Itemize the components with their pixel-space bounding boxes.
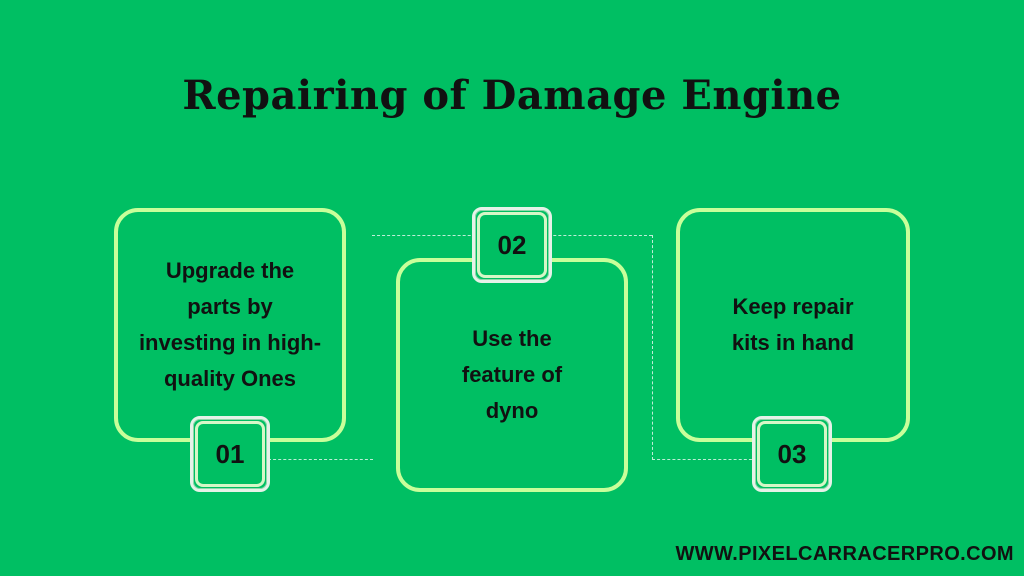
step-badge-1-inner: 01 xyxy=(195,421,265,487)
step-badge-2: 02 xyxy=(472,207,552,283)
step-badge-2-inner: 02 xyxy=(477,212,547,278)
step-text-1: Upgrade the parts by investing in high-q… xyxy=(138,258,322,391)
step-number-3: 03 xyxy=(777,438,807,469)
step-card-2: Use the feature of dyno xyxy=(396,258,628,492)
step-number-2: 02 xyxy=(497,229,527,260)
footer-website: WWW.PIXELCARRACERPRO.COM xyxy=(675,543,1014,565)
step-badge-3: 03 xyxy=(752,416,832,492)
step-badge-1: 01 xyxy=(190,416,270,492)
step-text-3: Keep repair kits in hand xyxy=(731,294,855,355)
connector-line-2-3 xyxy=(652,235,757,460)
step-card-1: Upgrade the parts by investing in high-q… xyxy=(114,208,346,442)
step-card-3: Keep repair kits in hand xyxy=(676,208,910,442)
step-badge-3-inner: 03 xyxy=(757,421,827,487)
step-number-1: 01 xyxy=(215,438,245,469)
step-text-2: Use the feature of dyno xyxy=(461,326,563,423)
page-title: Repairing of Damage Engine xyxy=(182,72,842,119)
